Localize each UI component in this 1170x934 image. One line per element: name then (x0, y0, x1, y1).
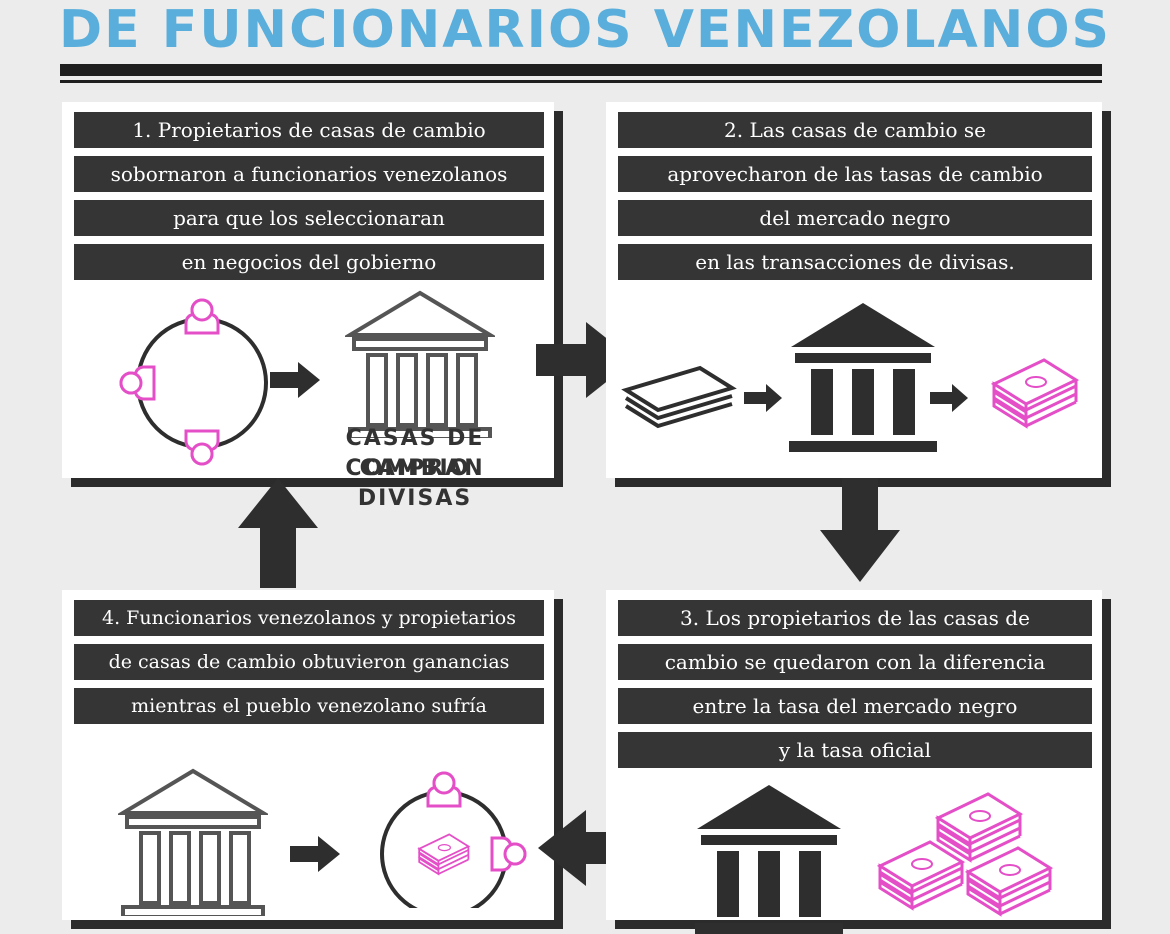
arrow-icon (290, 836, 340, 872)
step-4-text-line: de casas de cambio obtuvieron ganancias (74, 644, 544, 680)
title-rule (60, 64, 1102, 76)
infographic-title: DE FUNCIONARIOS VENEZOLANOS (59, 0, 1111, 60)
step-1-text-line: en negocios del gobierno (74, 244, 544, 280)
step-2-text-line: en las transacciones de divisas. (618, 244, 1092, 280)
flow-arrow-left-icon (538, 810, 636, 886)
flow-arrow-down-icon (820, 478, 900, 582)
step-1-text-line: 1. Propietarios de casas de cambio (74, 112, 544, 148)
step-1-caption-line: COMPRAN DIVISAS (345, 456, 485, 511)
step-1-text-line: para que los seleccionaran (74, 200, 544, 236)
step-2-text-line: 2. Las casas de cambio se (618, 112, 1092, 148)
step-4-panel: 4. Funcionarios venezolanos y propietari… (62, 590, 554, 920)
title-rule-thin (60, 80, 1102, 83)
bank-solid-icon (695, 785, 843, 934)
money-stack-icon (878, 840, 964, 910)
bank-solid-icon (789, 303, 937, 452)
step-3-text-line: entre la tasa del mercado negro (618, 688, 1092, 724)
flow-arrow-up-icon (238, 478, 318, 588)
arrow-icon (270, 362, 320, 398)
step-4-text-line: mientras el pueblo venezolano sufría (74, 688, 544, 724)
step-2-panel: 2. Las casas de cambio se aprovecharon d… (606, 102, 1102, 478)
bank-outline-icon (121, 769, 265, 916)
people-circle-icon (119, 298, 268, 466)
arrow-icon (744, 384, 782, 412)
step-1-text-line: sobornaron a funcionarios venezolanos (74, 156, 544, 192)
step-3-text-line: y la tasa oficial (618, 732, 1092, 768)
people-circle-icon (380, 771, 527, 908)
step-3-text-line: 3. Los propietarios de las casas de (618, 600, 1092, 636)
money-stack-icon (966, 846, 1052, 916)
step-3-text-line: cambio se quedaron con la diferencia (618, 644, 1092, 680)
step-1-panel: 1. Propietarios de casas de cambio sobor… (62, 102, 554, 511)
step-3-panel: 3. Los propietarios de las casas de camb… (606, 590, 1102, 934)
step-4-text-line: 4. Funcionarios venezolanos y propietari… (74, 600, 544, 636)
bank-outline-icon (348, 291, 492, 438)
step-2-text-line: aprovecharon de las tasas de cambio (618, 156, 1092, 192)
arrow-icon (930, 384, 968, 412)
cash-bills-icon (621, 365, 737, 429)
money-stack-icon (992, 358, 1078, 428)
step-1-caption-line: CASAS DE CAMBIO (345, 426, 485, 481)
step-2-text-line: del mercado negro (618, 200, 1092, 236)
